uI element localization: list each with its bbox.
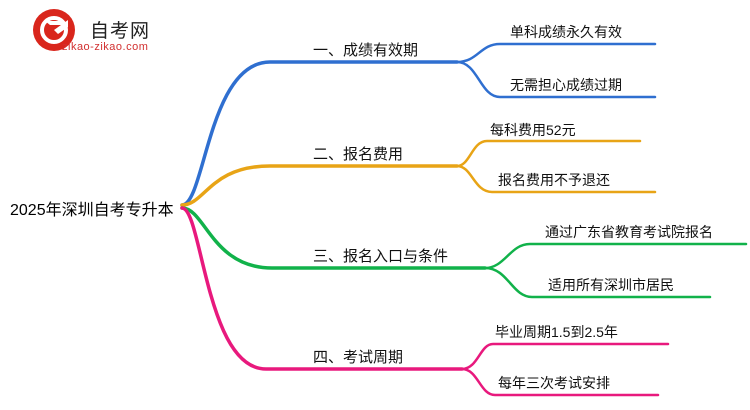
branch-node-3: 三、报名入口与条件 <box>313 248 449 265</box>
leaf-node-1-1: 单科成绩永久有效 <box>510 24 622 40</box>
leaf-node-3-2: 适用所有深圳市居民 <box>548 277 674 293</box>
leaf-node-3-1: 通过广东省教育考试院报名 <box>545 224 713 240</box>
logo-brand-name: 自考网 <box>90 21 151 42</box>
leaf-node-1-2: 无需担心成绩过期 <box>510 77 622 93</box>
logo-brand-url: zikao-zikao.com <box>62 41 149 53</box>
leaf-node-2-2: 报名费用不予退还 <box>498 172 610 188</box>
branch-node-1: 一、成绩有效期 <box>313 42 419 59</box>
leaf-node-2-1: 每科费用52元 <box>490 122 576 138</box>
leaf-node-4-1: 毕业周期1.5到2.5年 <box>495 324 618 340</box>
branch-node-2: 二、报名费用 <box>313 146 404 163</box>
leaf-node-4-2: 每年三次考试安排 <box>498 375 610 391</box>
branch-node-4: 四、考试周期 <box>313 349 404 366</box>
mindmap-root-node: 2025年深圳自考专升本 <box>10 202 174 219</box>
site-logo: 自考网 zikao-zikao.com <box>28 8 178 60</box>
logo-mark-icon <box>33 9 75 51</box>
